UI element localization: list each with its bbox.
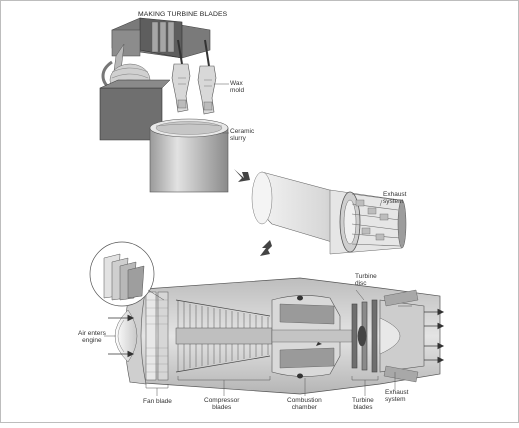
jet-engine-cutaway bbox=[104, 277, 445, 396]
exhaust-nozzle bbox=[379, 289, 425, 383]
combustion-chamber-label: Combustion chamber bbox=[287, 397, 322, 411]
wax-mold bbox=[171, 63, 217, 115]
fan-blade-label: Fan blade bbox=[143, 398, 172, 405]
air-enters-engine-label: Air enters engine bbox=[78, 330, 106, 344]
airflow-arrows bbox=[108, 308, 445, 364]
turbine-blades-label: Turbine blades bbox=[352, 397, 374, 411]
arrow-icon bbox=[234, 169, 250, 182]
turbine bbox=[351, 289, 378, 373]
exhaust-cone bbox=[251, 171, 407, 255]
ceramic-slurry-label: Ceramic slurry bbox=[230, 128, 255, 142]
exhaust-system-label-top: Exhaust system bbox=[383, 191, 407, 205]
exhaust-system-label-bottom: Exhaust system bbox=[385, 389, 409, 403]
fan-blade-inset bbox=[89, 241, 165, 307]
diagram-title: MAKING TURBINE BLADES bbox=[138, 11, 228, 18]
wax-mold-label: Wax mold bbox=[230, 80, 245, 94]
compressor-blades bbox=[175, 299, 273, 373]
label-brackets bbox=[104, 335, 396, 396]
arrow-icon bbox=[260, 240, 272, 256]
compressor-blades-label: Compressor blades bbox=[204, 397, 240, 411]
slurry-vat bbox=[99, 79, 229, 193]
turbine-disc-label: Turbine disc bbox=[355, 273, 377, 287]
combustion-chamber bbox=[271, 295, 353, 379]
